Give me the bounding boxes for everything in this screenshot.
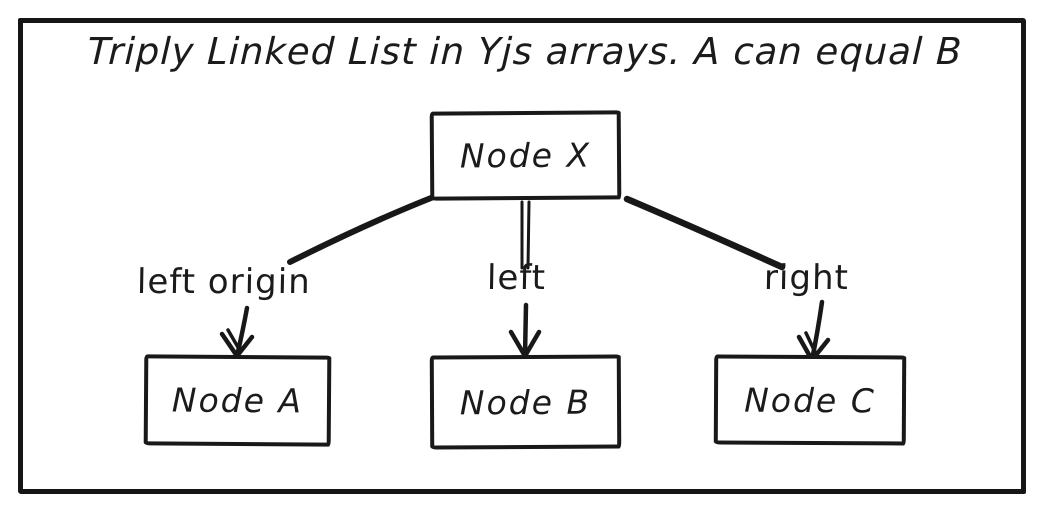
- node-a-label: Node A: [171, 380, 304, 421]
- edge-label-left: left: [486, 258, 547, 298]
- node-x-label: Node X: [459, 135, 592, 176]
- diagram-title: Triply Linked List in Yjs arrays. A can …: [86, 30, 964, 73]
- edge-label-left-origin: left origin: [136, 262, 312, 302]
- node-b-label: Node B: [459, 382, 592, 422]
- node-c-label: Node C: [744, 380, 876, 420]
- node-x: Node X: [429, 110, 622, 201]
- edge-label-right: right: [763, 258, 850, 298]
- node-b: Node B: [429, 354, 622, 450]
- node-a: Node A: [143, 354, 332, 447]
- node-c: Node C: [713, 354, 907, 446]
